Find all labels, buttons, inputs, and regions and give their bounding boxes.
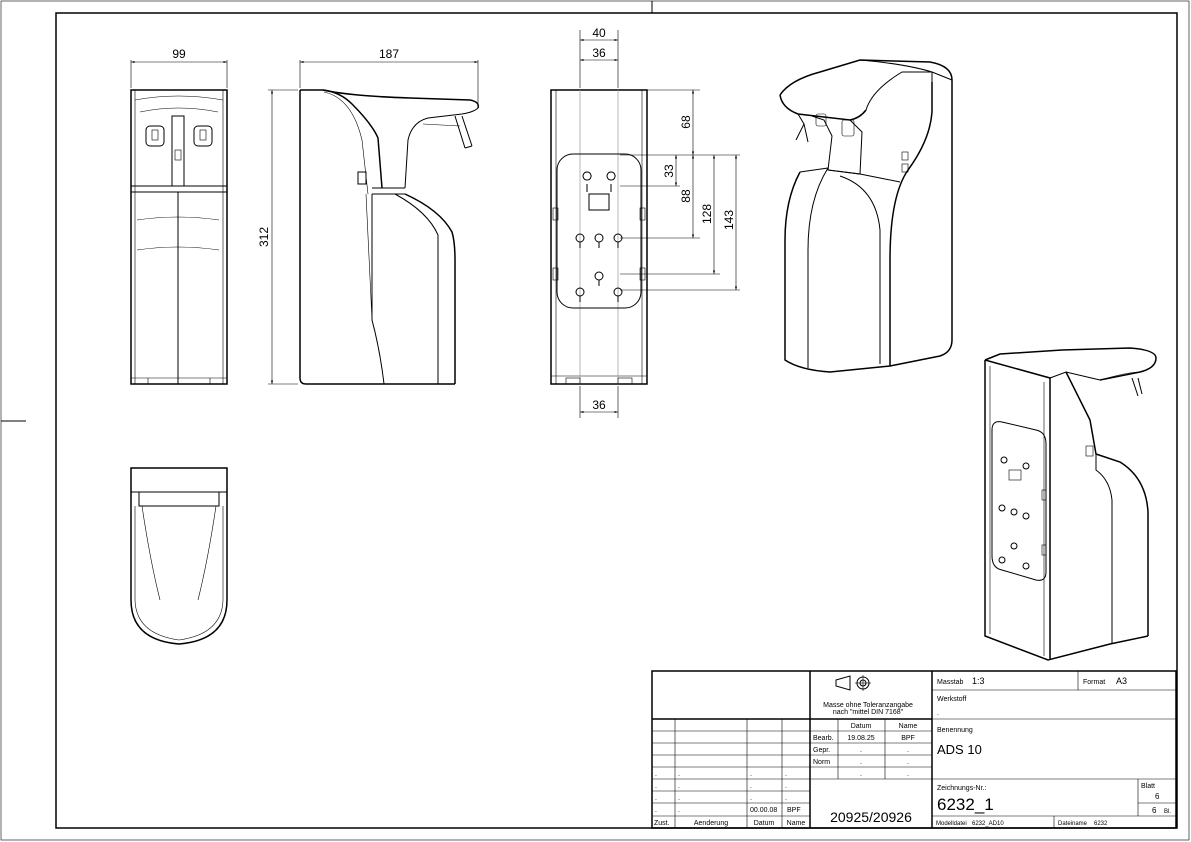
rev-dot-c4: . bbox=[785, 795, 787, 802]
front-view bbox=[130, 89, 228, 385]
scale-value: 1:3 bbox=[972, 676, 985, 686]
label-data-name: Dateiname bbox=[1058, 821, 1088, 827]
dim-88: 88 bbox=[679, 189, 693, 203]
label-name: Benennung bbox=[937, 727, 973, 734]
dim-40: 40 bbox=[592, 26, 606, 40]
dimension-front-width: 99 bbox=[130, 47, 228, 88]
label-format: Format bbox=[1083, 679, 1105, 686]
label-drawing-no: Zeichnungs-Nr.: bbox=[937, 785, 986, 792]
sheet-suffix: Bl. bbox=[1164, 809, 1171, 815]
rev-dot-c3: . bbox=[750, 795, 752, 802]
bearb-date: 19.08.25 bbox=[847, 735, 874, 742]
label-scale: Masstab bbox=[937, 679, 964, 686]
rev-dot-c1: . bbox=[655, 795, 657, 802]
header-name: Name bbox=[899, 723, 918, 730]
rev-dot-a1: . bbox=[655, 771, 657, 778]
rev-date: 00.00.08 bbox=[750, 807, 777, 814]
col-zust: Zust. bbox=[654, 820, 670, 827]
dim-36-top: 36 bbox=[592, 46, 606, 60]
side-view bbox=[299, 89, 480, 385]
tolerance-note-line1: Masse ohne Toleranzangabe bbox=[823, 702, 913, 709]
bearb-name: BPF bbox=[901, 735, 915, 742]
dim-33: 33 bbox=[662, 164, 676, 178]
norm-date: . bbox=[860, 759, 862, 766]
gepr-date: . bbox=[860, 747, 862, 754]
row-dot-1: . bbox=[860, 771, 862, 778]
dim-36-bottom: 36 bbox=[592, 398, 606, 412]
dim-143: 143 bbox=[722, 210, 736, 230]
label-bearb: Bearb. bbox=[813, 735, 834, 742]
rear-view bbox=[550, 89, 648, 385]
rev-dot-d2: . bbox=[678, 807, 680, 814]
label-norm: Norm bbox=[813, 759, 830, 766]
dimension-total-height: 312 bbox=[257, 89, 298, 385]
dim-312: 312 bbox=[257, 227, 271, 247]
col-datum: Datum bbox=[754, 820, 775, 827]
sheet-total: 6 bbox=[1152, 806, 1157, 815]
col-name: Name bbox=[787, 820, 806, 827]
dim-128: 128 bbox=[700, 204, 714, 224]
rev-dot-b3: . bbox=[750, 783, 752, 790]
dimension-rear-bottom: 36 bbox=[579, 386, 619, 418]
data-name: 6232 bbox=[1094, 821, 1108, 827]
norm-name: . bbox=[907, 759, 909, 766]
label-gepr: Gepr. bbox=[813, 747, 830, 754]
rev-dot-b1: . bbox=[655, 783, 657, 790]
top-view bbox=[130, 467, 228, 645]
rev-dot-b4: . bbox=[785, 783, 787, 790]
rev-dot-c2: . bbox=[678, 795, 680, 802]
projection-symbol-icon bbox=[835, 675, 871, 691]
drawing-number: 6232_1 bbox=[937, 795, 994, 814]
col-aenderung: Aenderung bbox=[694, 820, 728, 827]
rev-dot-a4: . bbox=[785, 771, 787, 778]
dimension-rear-right: 68 33 88 128 143 bbox=[620, 89, 740, 291]
label-material: Werkstoff bbox=[937, 696, 966, 703]
dim-99: 99 bbox=[172, 47, 186, 61]
row-dot-2: . bbox=[907, 771, 909, 778]
rev-dot-a2: . bbox=[678, 771, 680, 778]
drawing-title: ADS 10 bbox=[937, 742, 982, 757]
rev-dot-b2: . bbox=[678, 783, 680, 790]
title-block: Masse ohne Toleranzangabe nach "mittel D… bbox=[651, 670, 1177, 829]
dim-68: 68 bbox=[679, 115, 693, 129]
sheet-value: 6 bbox=[1155, 792, 1160, 801]
model-file: 6232_AD10 bbox=[972, 821, 1004, 827]
order-number: 20925/20926 bbox=[830, 809, 912, 825]
header-datum: Datum bbox=[851, 723, 872, 730]
drawing-frame bbox=[55, 12, 1178, 829]
tolerance-note-line2: nach "mittel DIN 7168" bbox=[833, 709, 904, 716]
rev-dot-d1: . bbox=[655, 807, 657, 814]
rev-name: BPF bbox=[787, 807, 801, 814]
dimension-rear-top: 40 36 bbox=[579, 26, 619, 88]
isometric-front-view bbox=[779, 59, 953, 373]
label-sheet: Blatt bbox=[1141, 783, 1155, 790]
material-value: . bbox=[937, 710, 939, 717]
format-value: A3 bbox=[1116, 676, 1127, 686]
dim-187: 187 bbox=[379, 47, 399, 61]
label-model-file: Modelldatei bbox=[936, 821, 967, 827]
dimension-side-width: 187 bbox=[299, 47, 479, 106]
rev-dot-a3: . bbox=[750, 771, 752, 778]
isometric-rear-view bbox=[984, 347, 1157, 661]
gepr-name: . bbox=[907, 747, 909, 754]
